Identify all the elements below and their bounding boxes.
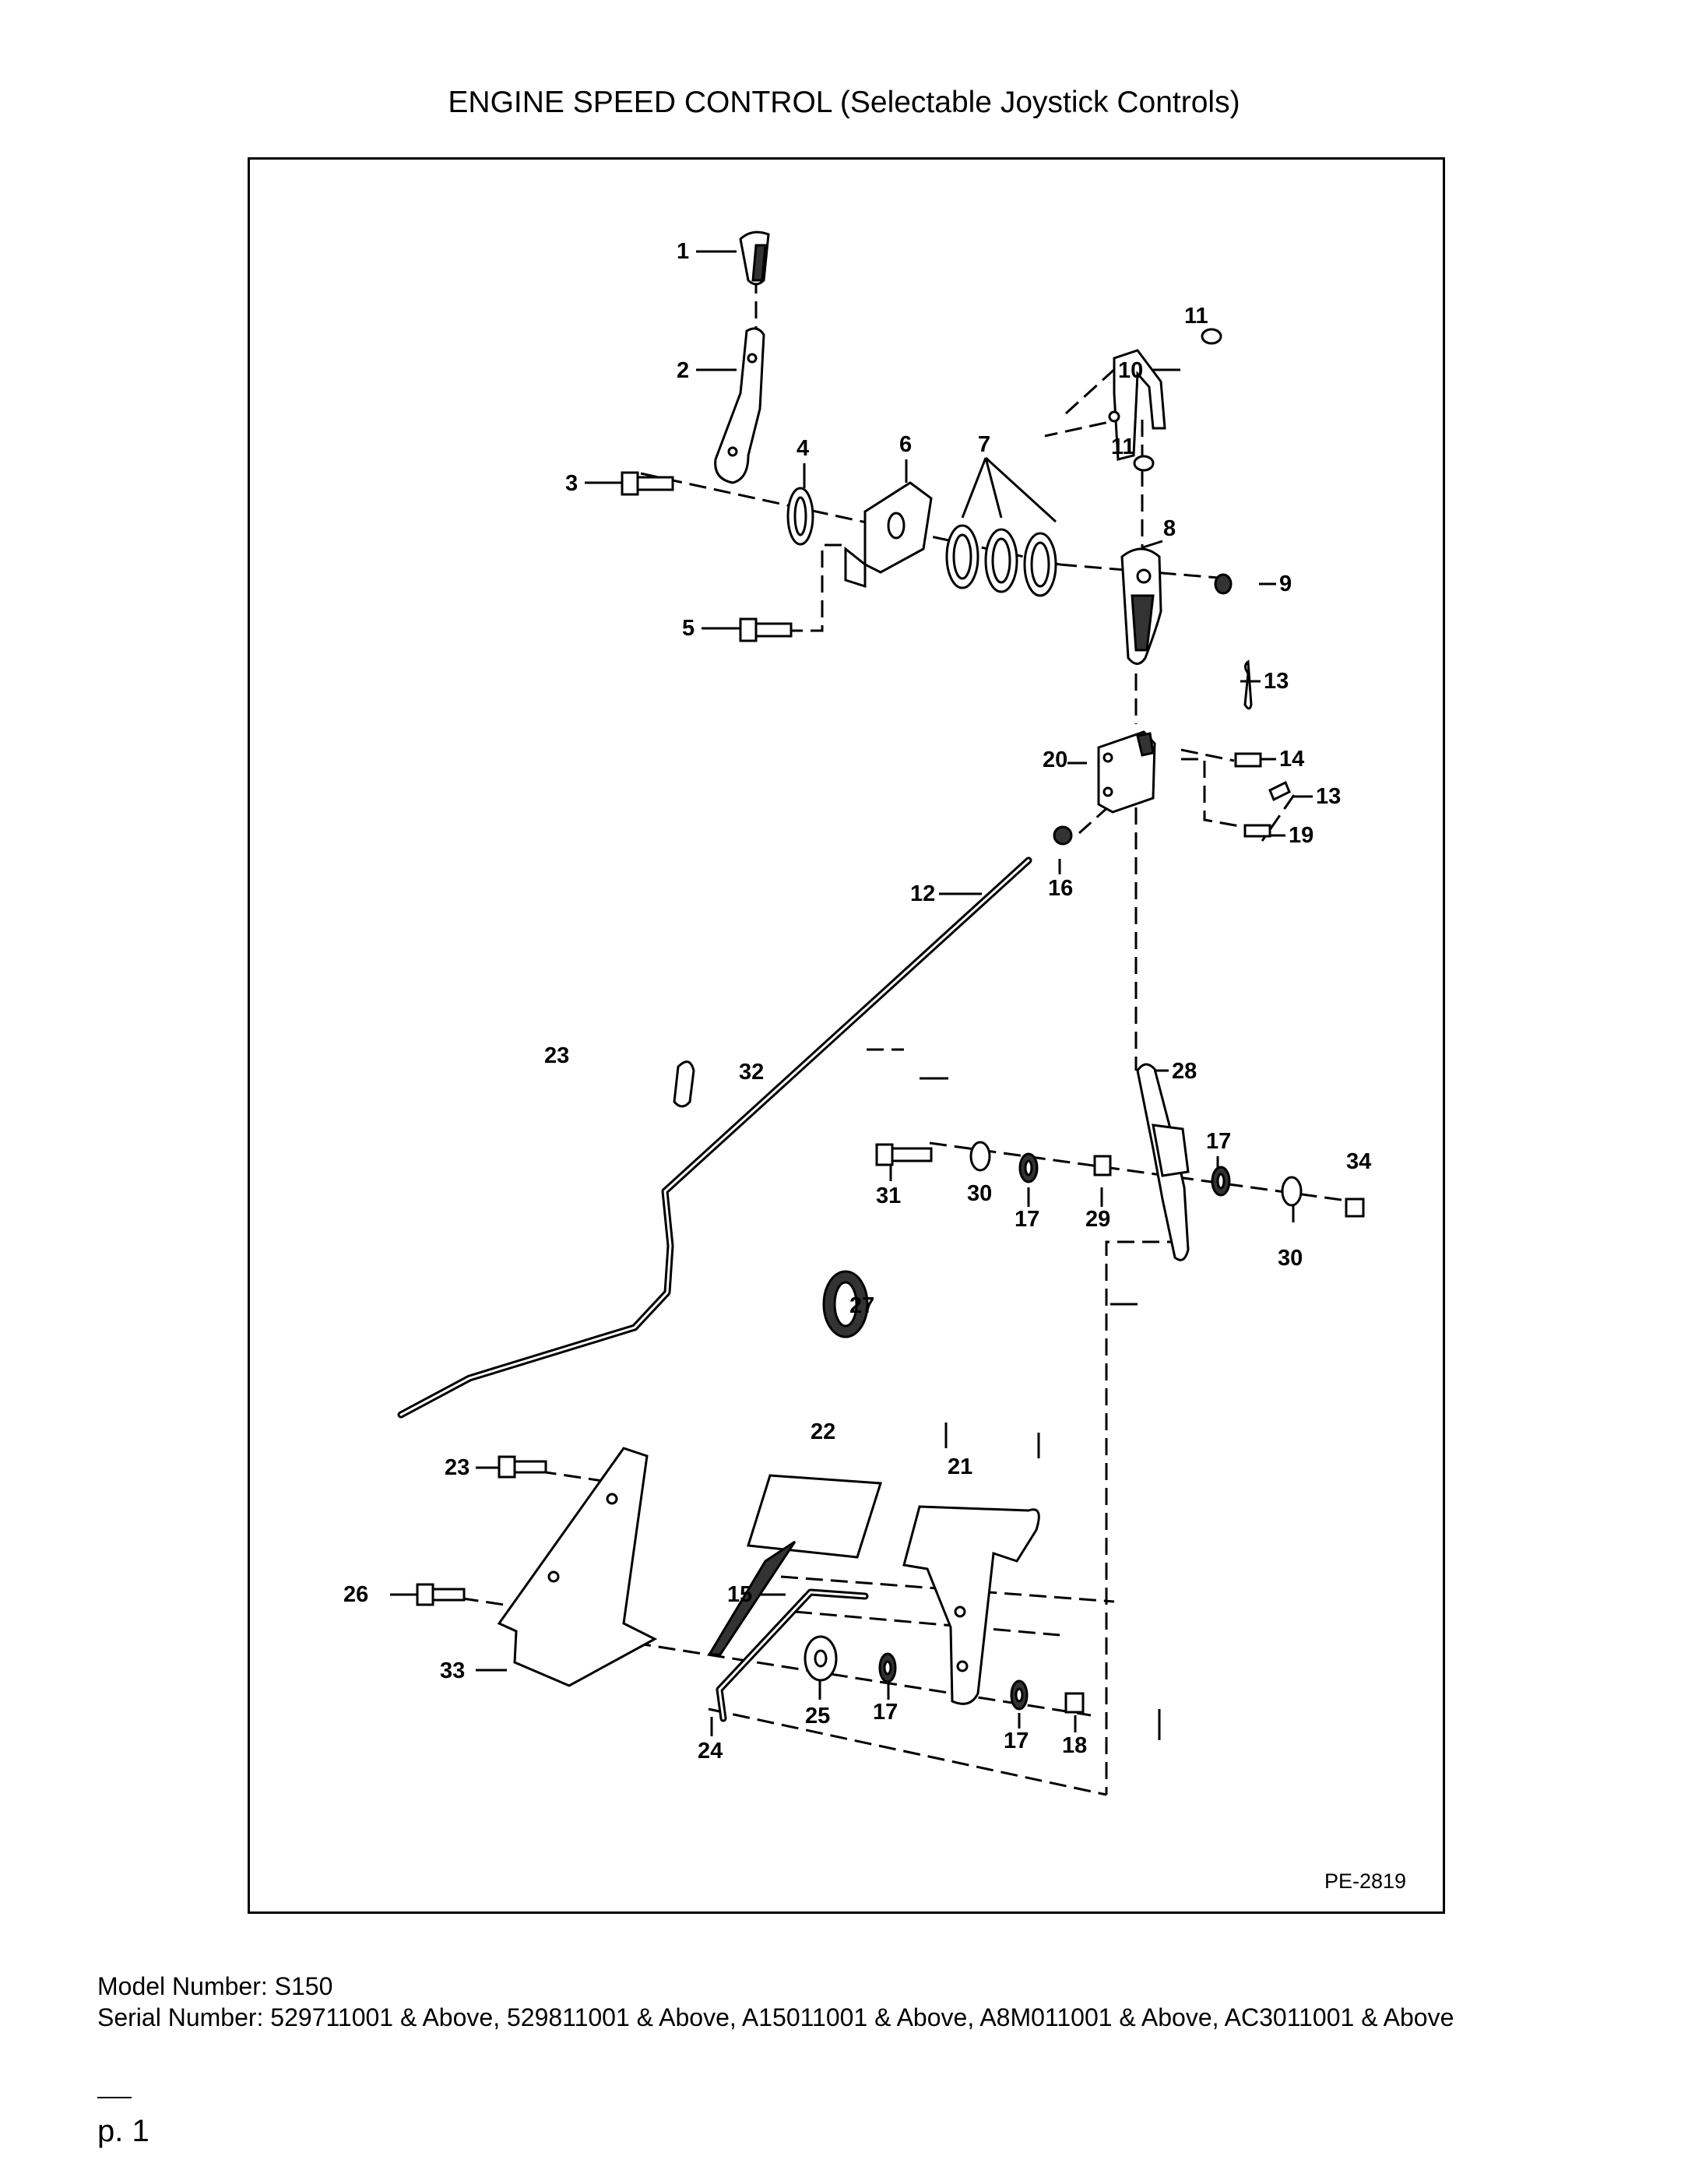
callout-23-top: 23 [544,1043,569,1068]
callout-7: 7 [978,432,990,457]
page-number: p. 1 [97,2114,149,2148]
callout-18: 18 [1062,1733,1087,1758]
callout-20: 20 [1043,747,1067,772]
callout-2: 2 [677,358,689,383]
callout-15: 15 [727,1582,752,1607]
callout-8: 8 [1163,516,1176,541]
parts [416,230,1365,1722]
callout-30-a: 30 [967,1181,992,1206]
callout-33: 33 [440,1658,465,1683]
callout-17-a: 17 [1206,1129,1231,1154]
callout-17-d: 17 [1004,1729,1029,1753]
callout-19: 19 [1289,823,1313,848]
callout-5: 5 [682,616,695,641]
callout-30-b: 30 [1278,1246,1303,1271]
rod-12 [397,856,1032,1419]
callout-34: 34 [1346,1149,1371,1174]
callout-16: 16 [1048,876,1073,901]
serial-number: Serial Number: 529711001 & Above, 529811… [97,2003,1454,2031]
page-title: ENGINE SPEED CONTROL (Selectable Joystic… [448,86,1240,119]
callout-13-lower: 13 [1316,784,1341,809]
callout-17-c: 17 [873,1700,898,1725]
callout-22: 22 [811,1419,835,1444]
callout-31: 31 [876,1183,901,1208]
parts-diagram: 1 2 3 4 5 6 7 8 9 10 11 11 12 13 13 14 1… [343,230,1406,1893]
callout-4: 4 [797,436,809,461]
callout-11-left: 11 [1111,434,1135,459]
model-number: Model Number: S150 [97,1972,333,2000]
callout-10: 10 [1118,358,1143,383]
callout-28: 28 [1172,1059,1197,1084]
callout-1: 1 [677,239,689,264]
callout-12: 12 [910,881,935,906]
callout-21: 21 [948,1454,972,1479]
callout-26: 26 [343,1582,368,1607]
callout-17-b: 17 [1015,1207,1039,1232]
diagram-frame [248,157,1445,1914]
callout-13-top: 13 [1264,669,1289,694]
callout-32: 32 [739,1060,764,1085]
callout-27: 27 [849,1293,874,1318]
callout-25: 25 [805,1704,830,1729]
callout-6: 6 [899,432,912,457]
callout-23-lower: 23 [445,1455,469,1480]
reference-code: PE-2819 [1324,1869,1406,1893]
callout-14: 14 [1279,747,1304,772]
callout-24: 24 [698,1739,723,1764]
callout-9: 9 [1279,571,1292,596]
callout-labels: 1 2 3 4 5 6 7 8 9 10 11 11 12 13 13 14 1… [343,239,1406,1893]
callout-3: 3 [565,471,578,496]
footer-divider [97,2097,132,2098]
callout-29: 29 [1085,1207,1110,1232]
callout-11-top: 11 [1184,304,1208,329]
